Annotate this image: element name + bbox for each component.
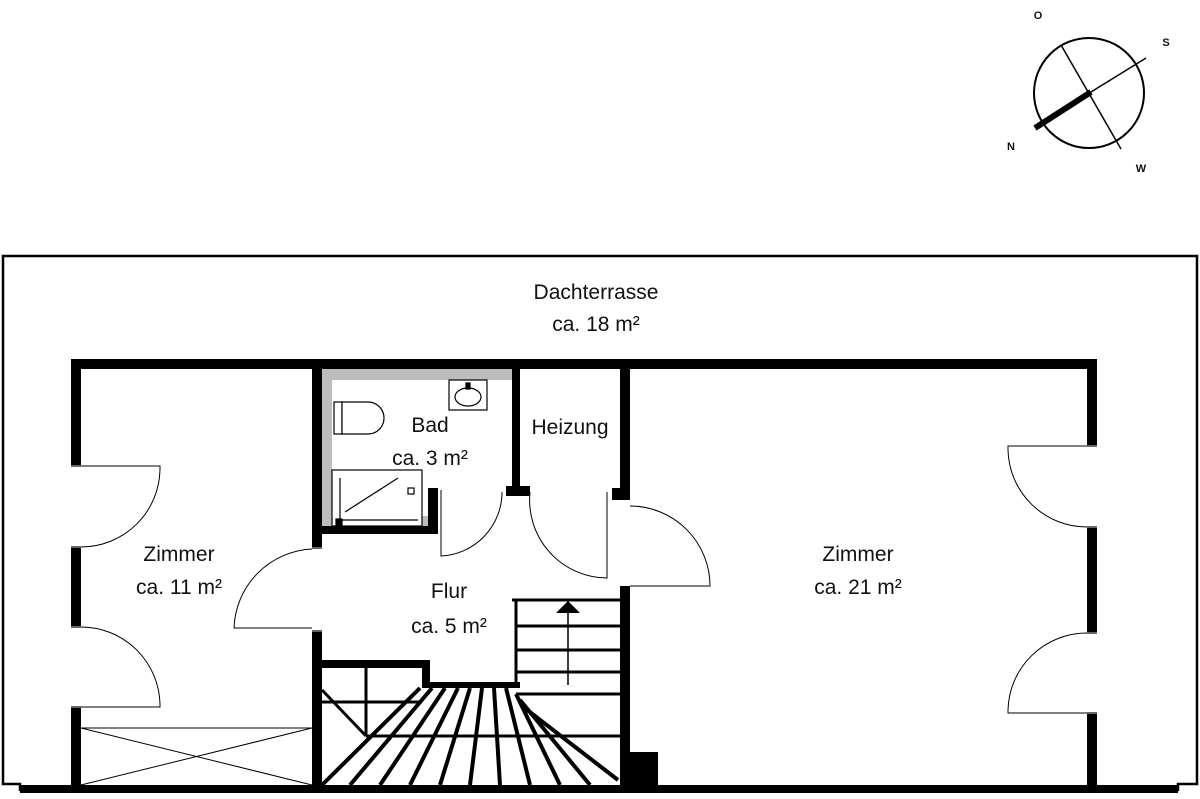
compass-south-line [1090, 57, 1147, 93]
door-left-1-leaf [81, 465, 161, 470]
stair-winders [320, 686, 620, 787]
wall-stair-ledge-v [422, 660, 430, 688]
door-bath [440, 490, 503, 557]
doors [80, 445, 1088, 714]
door-jambs [71, 445, 1097, 714]
bath-area: ca. 3 m² [392, 447, 468, 470]
wall-left-1 [71, 359, 81, 465]
room-large-area: ca. 21 m² [814, 576, 902, 599]
terrace-area: ca. 18 m² [552, 313, 640, 336]
storage-area-icon [80, 727, 313, 786]
door-left-2-leaf [81, 704, 161, 708]
compass-label-north: N [1007, 141, 1015, 153]
compass-label-south: S [1162, 37, 1169, 49]
door-left-2-arc [80, 626, 161, 705]
stair-arrow-icon [556, 601, 580, 613]
door-right-2-arc [1007, 632, 1088, 711]
toilet-icon [333, 401, 385, 435]
door-room-large [629, 505, 711, 587]
compass-label-west: W [1136, 163, 1147, 175]
wall-stair-right [620, 586, 630, 793]
bath-fixtures [331, 379, 488, 527]
wall-stair-ledge [312, 660, 430, 668]
wall-chimney [630, 752, 658, 793]
wall-bath-bottom [312, 526, 438, 534]
wall-right-2 [1087, 528, 1097, 632]
compass-circle [1033, 37, 1145, 149]
wall-heating-right [620, 359, 630, 500]
wall-top [71, 359, 1096, 369]
wall-left-2 [71, 548, 81, 626]
door-right-2-leaf [1007, 710, 1087, 714]
compass-label-east: O [1034, 10, 1043, 22]
room-small-name: Zimmer [143, 543, 214, 566]
door-heating [529, 491, 608, 579]
wall-right-3 [1087, 714, 1097, 793]
bath-name: Bad [411, 414, 448, 437]
wall-bottom [20, 785, 1178, 793]
room-labels: Dachterrasse ca. 18 m² Bad ca. 3 m² Heiz… [136, 281, 902, 638]
compass: O S N W [1007, 10, 1170, 175]
wall-bath-heating-end [506, 486, 530, 496]
hall-name: Flur [431, 580, 467, 603]
door-right-1-leaf [1007, 445, 1087, 450]
wall-bath-left [312, 359, 322, 547]
terrace-outline [1, 254, 1199, 791]
staircase [320, 598, 620, 787]
compass-east-west-line [1060, 44, 1122, 150]
heating-name: Heizung [531, 416, 608, 439]
hall-area: ca. 5 m² [411, 615, 487, 638]
wall-right-1 [1087, 359, 1097, 445]
wall-left-3 [71, 708, 81, 793]
wall-stair-ledge-h [422, 682, 520, 688]
terrace-name: Dachterrasse [534, 281, 659, 304]
room-large-name: Zimmer [822, 543, 893, 566]
door-right-1-arc [1007, 449, 1088, 528]
compass-north-needle [1033, 89, 1093, 131]
shower-icon [331, 469, 423, 527]
walls [20, 359, 1178, 793]
wall-stair-left [312, 632, 322, 793]
room-small-area: ca. 11 m² [136, 576, 222, 599]
wall-bath-corner [428, 488, 438, 534]
door-room-small [233, 548, 313, 629]
sink-icon [448, 379, 488, 411]
wall-bath-heating [512, 359, 520, 496]
stair-run-left [320, 668, 620, 738]
door-left-1-arc [80, 469, 161, 548]
stair-run-right [512, 598, 620, 696]
wall-heating-right-end [612, 488, 630, 500]
